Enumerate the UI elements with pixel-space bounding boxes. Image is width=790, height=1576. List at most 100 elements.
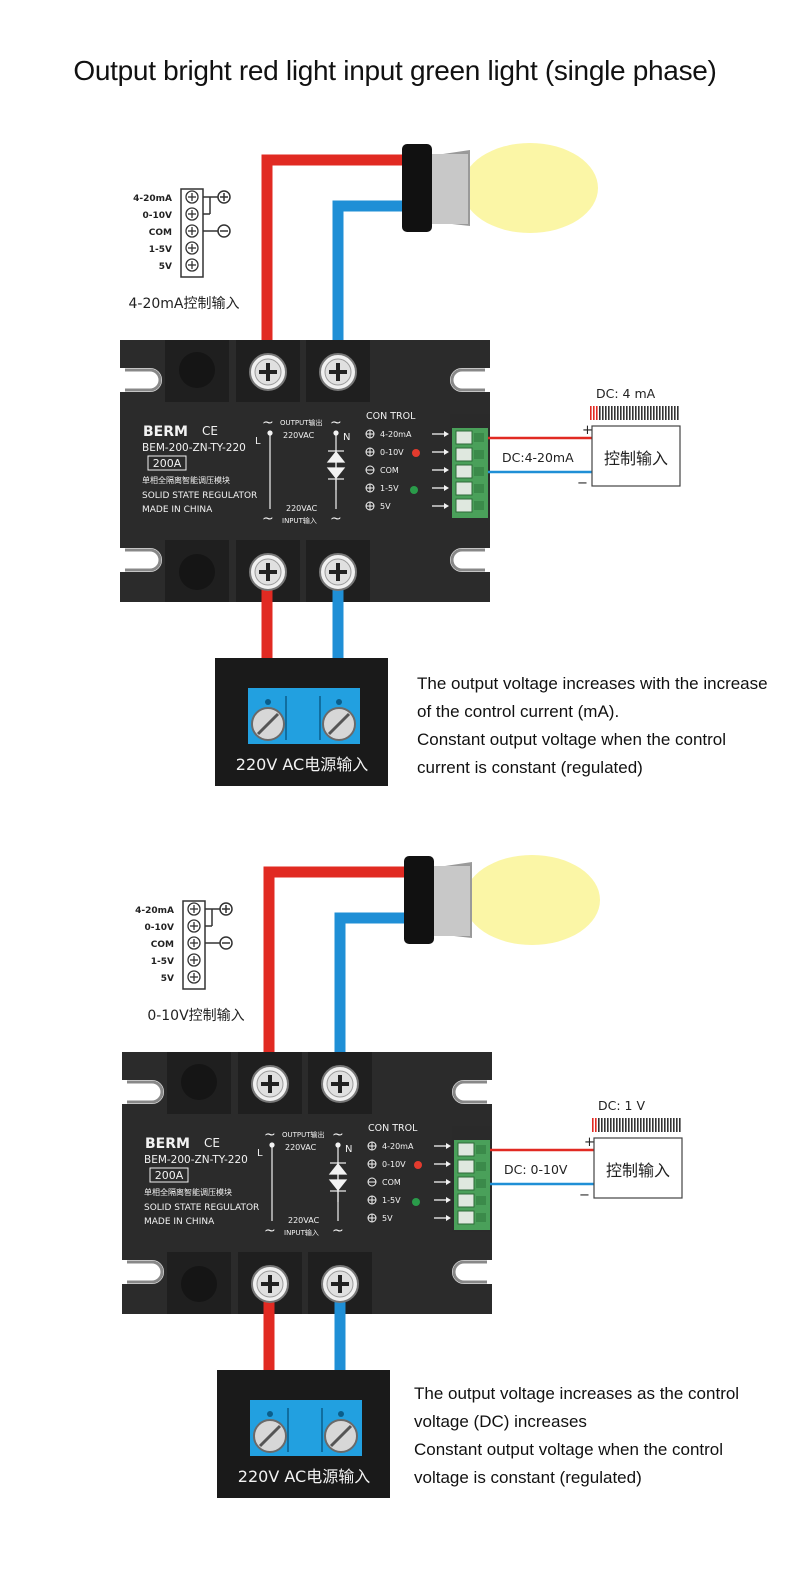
screw-terminal-icon[interactable] — [457, 1159, 486, 1174]
screw-terminal-icon — [185, 241, 199, 255]
power-input-block: 220V AC电源输入 — [215, 658, 388, 786]
screw-terminal-icon[interactable] — [251, 1065, 289, 1103]
control-row: 5V — [365, 501, 449, 511]
control-pin-label: 5V — [380, 502, 391, 511]
controller-label: 控制输入 — [606, 1161, 670, 1180]
screw-terminal-icon[interactable] — [455, 430, 484, 445]
legend-caption: 0-10V控制输入 — [147, 1008, 244, 1024]
control-row: 5V — [367, 1213, 451, 1223]
ac-tilde-icon: ~ — [332, 1223, 344, 1239]
control-header: CON TROL — [368, 1123, 418, 1134]
ce-mark: CE — [204, 1136, 220, 1150]
made-in: MADE IN CHINA — [142, 505, 213, 515]
meter-reading: DC: 1 V — [598, 1098, 645, 1113]
plus-icon — [367, 1213, 377, 1223]
control-pin-legend: 4-20mA 0-10V COM 1-5V 5V 4-20mA控制输入 — [129, 188, 240, 312]
led-icon — [414, 1161, 422, 1169]
arrow-right-icon — [434, 1161, 451, 1167]
control-row: 0-10V — [365, 447, 449, 457]
legend-pin-label: 0-10V — [143, 211, 173, 221]
control-pin-label: 0-10V — [382, 1160, 406, 1169]
screw-terminal-icon[interactable] — [322, 707, 356, 741]
screw-terminal-icon[interactable] — [455, 447, 484, 462]
screw-terminal-icon[interactable] — [455, 481, 484, 496]
legend-pin-label: 4-20mA — [133, 194, 172, 204]
arrow-right-icon — [432, 431, 449, 437]
screw-terminal-icon[interactable] — [324, 1419, 358, 1453]
screw-terminal-icon[interactable] — [249, 353, 287, 391]
current-rating: 200A — [155, 1169, 184, 1182]
input-voltage: 220VAC — [288, 1216, 320, 1225]
module-label: BERM CE BEM-200-ZN-TY-220 200A 单相全隔离智能调压… — [142, 415, 350, 527]
ac-tilde-icon: ~ — [262, 415, 274, 431]
wiring-diagram-1: 4-20mA 0-10V COM 1-5V 5V 4-20mA控制输入 — [0, 140, 790, 860]
control-row: COM — [365, 465, 449, 475]
legend-caption: 4-20mA控制输入 — [129, 296, 240, 312]
led-icon — [410, 486, 418, 494]
plus-icon — [365, 501, 375, 511]
screw-terminal-icon[interactable] — [319, 353, 357, 391]
signal-wiring: 控制输入 + − DC:4-20mA DC: 4 mA — [488, 386, 681, 491]
minus-icon: − — [579, 1188, 590, 1203]
module-type: SOLID STATE REGULATOR — [142, 491, 257, 501]
legend-pin-label: 1-5V — [149, 245, 172, 255]
screw-terminal-icon[interactable] — [321, 1065, 359, 1103]
arrow-right-icon — [434, 1179, 451, 1185]
description-cn: 单相全隔离智能调压模块 — [144, 1187, 232, 1197]
description-line: The output voltage increases as the cont… — [414, 1384, 740, 1403]
screw-terminal-icon[interactable] — [321, 1265, 359, 1303]
brand-logo: BERM — [143, 424, 188, 440]
plus-icon: + — [584, 1135, 595, 1150]
control-header: CON TROL — [366, 411, 416, 422]
meter-reading: DC: 4 mA — [596, 386, 656, 401]
led-icon — [412, 1198, 420, 1206]
signal-wiring: 控制输入 + − DC: 0-10V DC: 1 V — [490, 1098, 683, 1203]
minus-icon — [365, 465, 375, 475]
module-schematic — [269, 1142, 348, 1221]
screw-terminal-icon[interactable] — [251, 1265, 289, 1303]
legend-pin-label: 4-20mA — [135, 906, 174, 916]
model-number: BEM-200-ZN-TY-220 — [144, 1154, 248, 1166]
legend-pin-label: COM — [149, 228, 172, 238]
control-pin-label: 4-20mA — [380, 430, 412, 439]
diode-icon — [326, 450, 346, 480]
screw-terminal-icon — [185, 258, 199, 272]
screw-terminal-icon[interactable] — [253, 1419, 287, 1453]
control-row: 1-5V — [367, 1195, 451, 1205]
arrow-right-icon — [434, 1215, 451, 1221]
legend-pin-label: 1-5V — [151, 957, 174, 967]
screw-terminal-icon[interactable] — [251, 707, 285, 741]
input-label: INPUT输入 — [284, 1228, 319, 1237]
screw-terminal-icon[interactable] — [457, 1210, 486, 1225]
screw-terminal-icon[interactable] — [249, 553, 287, 591]
plus-icon — [367, 1195, 377, 1205]
plus-icon — [365, 483, 375, 493]
ac-tilde-icon: ~ — [330, 511, 342, 527]
current-rating: 200A — [153, 457, 182, 470]
screw-terminal-icon[interactable] — [457, 1176, 486, 1191]
power-input-block: 220V AC电源输入 — [217, 1370, 390, 1498]
control-row: 1-5V — [365, 483, 449, 493]
screw-terminal-icon[interactable] — [455, 464, 484, 479]
signal-range: DC:4-20mA — [502, 450, 574, 465]
screw-terminal-icon[interactable] — [457, 1142, 486, 1157]
control-row: 0-10V — [367, 1159, 451, 1169]
description-text: The output voltage increases as the cont… — [414, 1380, 739, 1492]
output-voltage: 220VAC — [285, 1143, 317, 1152]
screw-terminal-icon[interactable] — [319, 553, 357, 591]
screw-terminal-icon — [185, 207, 199, 221]
control-pin-label: COM — [380, 466, 399, 475]
ssr-module — [122, 1052, 492, 1314]
minus-icon — [203, 224, 231, 238]
legend-pin-label: 5V — [159, 262, 172, 272]
description-cn: 单相全隔离智能调压模块 — [142, 475, 230, 485]
minus-icon — [205, 936, 233, 950]
meter-scale — [592, 1118, 681, 1132]
screw-terminal-icon[interactable] — [455, 498, 484, 513]
arrow-right-icon — [432, 467, 449, 473]
screw-terminal-icon[interactable] — [457, 1193, 486, 1208]
control-terminal-block — [452, 1126, 492, 1232]
control-pin-label: 4-20mA — [382, 1142, 414, 1151]
plus-icon — [203, 190, 231, 215]
